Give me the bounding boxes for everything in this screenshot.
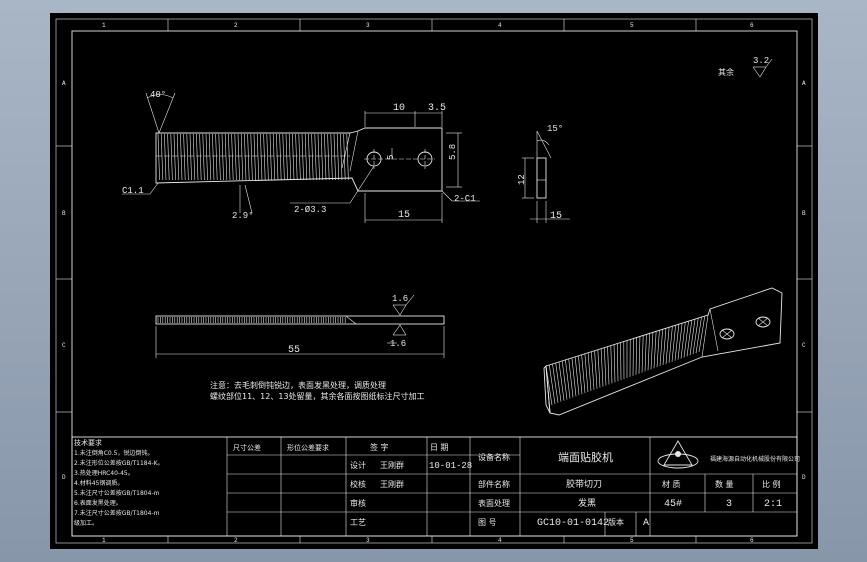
zone-label: 5 [630,537,634,544]
zone-label: 2 [234,537,238,544]
part-value: 胶带切刀 [566,478,602,490]
zone-ticks [56,19,812,543]
req-line: 5.未注尺寸公差按GB/T1804-m [74,489,160,497]
zone-label: B [802,210,806,217]
req-line: 2.未注形位公差按GB/T1184-K。 [74,459,164,467]
svg-text:5.8: 5.8 [448,144,458,160]
drawing-no-label: 图 号 [478,518,497,527]
drawing-number: GC10-01-0142 [537,518,609,529]
svg-text:1.6: 1.6 [392,294,408,304]
tech-req-title: 技术要求 [74,438,102,447]
qty-label: 数 量 [715,479,734,489]
zone-label: A [802,80,806,87]
design-name: 王刚群 [380,460,404,470]
note-line-2: 螺纹部位11、12、13处留量，其余各面按图纸标注尺寸加工 [210,391,425,401]
zone-label: D [62,474,66,481]
front-view [155,127,443,192]
revision-label: 版本 [608,517,624,527]
svg-text:其余: 其余 [718,67,734,77]
process-label: 工艺 [350,518,366,527]
title-block [71,436,798,537]
zone-label: C [62,342,66,349]
svg-text:2-C1: 2-C1 [454,194,476,204]
design-date: 10-01-28 [429,461,472,471]
scale-value: 2:1 [764,499,782,510]
outer-border [55,18,813,544]
req-line: 4.材料45钢调质。 [74,479,123,487]
req-line: 6.表面发黑处理。 [74,499,122,507]
zone-label: 3 [366,537,370,544]
svg-text:10: 10 [393,103,405,114]
qty-value: 3 [726,499,732,510]
heat-label: 表面处理 [478,498,510,508]
equip-label: 设备名称 [478,452,510,462]
zone-label: 6 [750,22,754,29]
svg-text:2-Ø3.3: 2-Ø3.3 [294,205,326,215]
zone-label: 6 [750,537,754,544]
zone-label: 1 [102,22,106,29]
zone-label: B [62,210,66,217]
finish-symbol-general: 其余 3.2 [718,56,773,78]
svg-text:15: 15 [550,211,562,222]
req-line: 级加工。 [74,519,98,527]
side-view: 15° 12 15 [517,124,570,223]
heat-value: 发黑 [578,497,596,509]
scale-label: 比 例 [762,479,781,489]
req-line: 1.未注倒角C0.5，锐边倒钝。 [74,449,153,457]
std-size-label: 尺寸公差 [233,443,261,452]
zone-label: A [62,80,66,87]
isometric-view [543,287,783,416]
date-label: 日 期 [430,443,449,452]
company-logo [657,440,699,469]
bottom-view: 55 1.6 1.6 [155,294,445,358]
check-name: 王刚群 [380,479,404,489]
zone-label: D [802,474,806,481]
zone-label: 4 [498,537,502,544]
material-value: 45# [664,499,682,510]
company-name: 福建海源自动化机械股份有限公司 [710,455,800,463]
svg-text:12: 12 [517,174,527,185]
revision-value: A [643,518,649,529]
svg-text:C1.1: C1.1 [122,186,144,196]
req-line: 3.热处理HRC40-45。 [74,469,134,477]
zone-label: 5 [630,22,634,29]
shape-req-label: 形位公差要求 [287,443,329,452]
check-label: 校核 [350,479,366,489]
svg-text:5: 5 [386,155,396,160]
svg-text:2.9°: 2.9° [232,211,254,221]
drawing-sheet: 1 2 3 4 5 6 1 2 3 4 5 6 A B C D A B C D … [50,13,818,549]
svg-text:3.2: 3.2 [753,56,769,66]
req-line: 7.未注尺寸公差按GB/T1804-m [74,509,160,517]
svg-text:3.5: 3.5 [428,103,446,114]
material-label: 材 质 [662,479,681,489]
svg-text:40°: 40° [150,90,166,100]
review-label: 审核 [350,498,366,508]
svg-text:55: 55 [288,345,300,356]
zone-label: 2 [234,22,238,29]
zone-label: 1 [102,537,106,544]
zone-label: C [802,342,806,349]
zone-label: 4 [498,22,502,29]
sign-label: 签 字 [370,442,389,452]
front-dimensions: 40° C1.1 2.9° 10 3.5 5 5.8 2-Ø3.3 2-C1 1… [122,90,480,223]
svg-text:15°: 15° [547,124,563,134]
part-label: 部件名称 [478,479,510,489]
equip-value: 端面贴胶机 [558,450,613,464]
svg-text:15: 15 [398,210,410,221]
design-label: 设计 [350,460,366,470]
note-line-1: 注意：去毛刺倒钝锐边，表面发黑处理，调质处理 [210,380,386,390]
cad-drawing: 1 2 3 4 5 6 1 2 3 4 5 6 A B C D A B C D … [55,18,813,544]
svg-text:1.6: 1.6 [390,339,406,349]
zone-label: 3 [366,22,370,29]
